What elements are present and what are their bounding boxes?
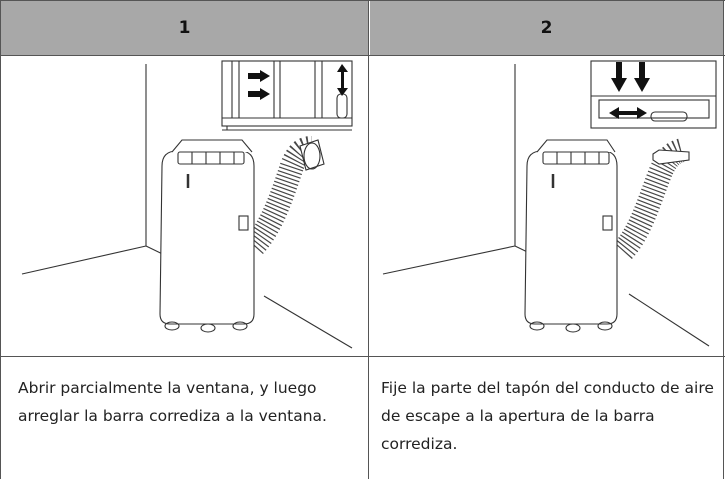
step-1-illustration xyxy=(2,56,368,356)
step-1-caption: Abrir parcialmente la ventana, y luego a… xyxy=(18,379,327,425)
step-2-number: 2 xyxy=(540,17,553,38)
step-2-illustration xyxy=(371,56,723,356)
table-left-border xyxy=(0,0,1,479)
step-2-header: 2 xyxy=(370,0,723,55)
direction-arrows-icon xyxy=(609,62,650,119)
step-1-number: 1 xyxy=(178,17,191,38)
column-divider xyxy=(368,0,369,479)
window-icon xyxy=(590,60,717,129)
air-conditioner-icon xyxy=(524,139,618,333)
step-1-header: 1 xyxy=(1,0,368,55)
slide-arrows-icon xyxy=(248,64,348,100)
table-right-border xyxy=(723,0,724,479)
header-bottom-border xyxy=(0,55,725,56)
air-conditioner-icon xyxy=(159,139,255,333)
exhaust-hose-icon xyxy=(244,136,325,255)
table-top-border xyxy=(0,0,725,1)
step-2-caption: Fije la parte del tapón del conducto de … xyxy=(381,379,714,453)
window-icon xyxy=(221,60,353,131)
exhaust-hose-icon xyxy=(613,138,690,260)
illustration-bottom-border xyxy=(0,356,725,357)
